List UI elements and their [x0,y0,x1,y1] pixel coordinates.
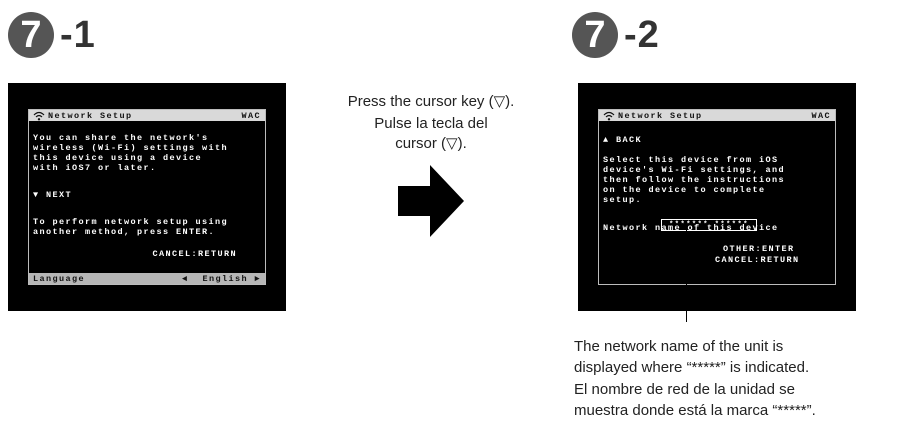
osd-next-option[interactable]: ▼ NEXT [33,190,73,200]
osd-network-name-label: Network name of this device [603,223,779,233]
step-label-7-2: 7 -2 [572,12,660,58]
note-es: El nombre de red de la unidad se muestra… [574,379,900,421]
note-en-text: The network name of the unit is displaye… [574,338,810,376]
osd-header: Network Setup WAC [29,110,265,121]
tv-screen-2: Network Setup WAC ▲ BACK Select this dev… [578,83,856,311]
step-number-circle: 7 [8,12,54,58]
tv-screen-1: Network Setup WAC You can share the netw… [8,83,286,311]
step-sub-number: -1 [60,14,96,56]
step-sub-number: -2 [624,14,660,56]
osd-network-name-box: ******* ****** [661,219,757,231]
osd-wac-badge: WAC [811,110,831,121]
arrow-left-icon[interactable]: ◄ [181,273,189,284]
osd-other-enter: OTHER:ENTER [723,244,795,254]
wifi-icon [33,111,45,120]
osd-other-method-text: To perform network setup using another m… [33,217,229,237]
osd-cancel-return: CANCEL:RETURN [715,255,800,265]
osd-share-text: You can share the network's wireless (Wi… [33,133,229,173]
osd-back-option[interactable]: ▲ BACK [603,135,643,145]
language-value[interactable]: English ► [202,273,261,284]
note-en: The network name of the unit is displaye… [574,336,900,378]
osd-header: Network Setup WAC [599,110,835,121]
osd-cancel-return: CANCEL:RETURN [152,249,237,259]
osd-network-setup-1: Network Setup WAC You can share the netw… [28,109,266,285]
instruction-es: Pulse la tecla del cursor (▽). [314,114,548,154]
osd-language-row[interactable]: Language ◄ English ► [29,273,265,284]
osd-network-setup-2: Network Setup WAC ▲ BACK Select this dev… [598,109,836,285]
right-arrow-icon [398,165,464,237]
step-number-circle: 7 [572,12,618,58]
instruction-es-text: Pulse la tecla del cursor (▽). [374,115,488,152]
step-label-7-1: 7 -1 [8,12,96,58]
callout-line [686,222,687,322]
wifi-icon [603,111,615,120]
osd-select-device-text: Select this device from iOS device's Wi-… [603,155,786,205]
language-label: Language [33,273,86,284]
instruction-en: Press the cursor key (▽). [347,93,515,110]
osd-title: Network Setup [618,110,703,121]
note-es-text: El nombre de red de la unidad se muestra… [574,381,816,419]
osd-title: Network Setup [48,110,133,121]
osd-wac-badge: WAC [241,110,261,121]
